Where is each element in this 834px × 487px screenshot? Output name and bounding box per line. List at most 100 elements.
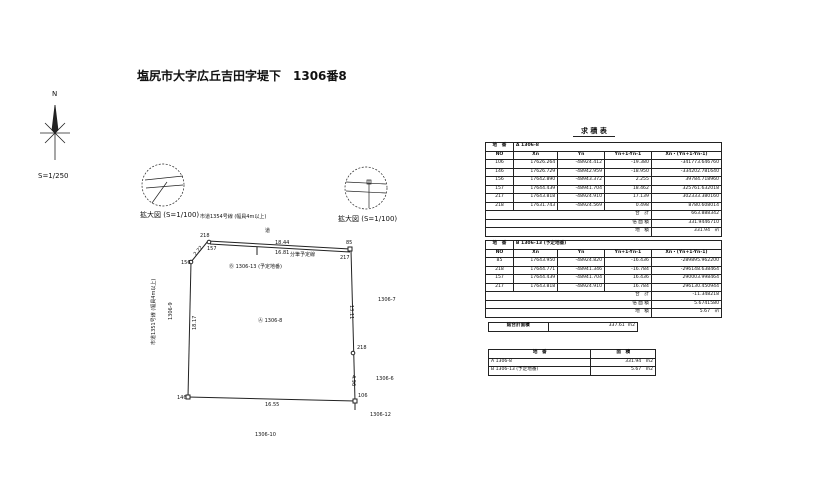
area-value: 5.67 ㎡	[650, 308, 723, 318]
cell: -48941.346	[557, 265, 605, 275]
cell: 5.67 m2	[590, 366, 656, 376]
cell: 157	[485, 184, 514, 194]
cell: 17642.890	[512, 176, 559, 186]
parcel-b-label: Ⓑ 1306-13 (予定地番)	[229, 264, 282, 270]
header-prod: Xn・(Yn+1-Yn-1)	[650, 150, 723, 160]
cell: -48943.372	[557, 176, 605, 186]
road-top-label: 市道1354号線 (幅員4m以上)	[200, 214, 267, 220]
point-157: 157	[207, 246, 217, 252]
enlarge-label-right: 拡大図 (S=1/100)	[338, 215, 398, 223]
cell: -19.380	[604, 159, 652, 169]
cell: 2.255	[604, 176, 652, 186]
cell: -334202.781640	[650, 167, 723, 177]
dim-top2: 16.81	[275, 250, 290, 256]
cell: -48924.910	[557, 282, 605, 292]
double-area-label: 倍 面 積	[485, 299, 652, 309]
neighbor-1306-10: 1306-10	[255, 432, 276, 438]
enlarge-circle-left	[141, 163, 185, 207]
road-char: 道	[265, 228, 271, 234]
cell: 85	[485, 257, 514, 267]
cell: 146	[485, 167, 514, 177]
scale-label: S=1/250	[38, 172, 69, 180]
parcel-id: B 1306-13 (予定地番)	[512, 240, 723, 250]
total-label: 総合計面積	[488, 322, 549, 332]
cell: 17644.771	[512, 265, 559, 275]
area-label: 地 積	[485, 308, 652, 318]
north-label: N	[52, 90, 58, 98]
header-xn: Xn	[512, 150, 559, 160]
cell: -18.950	[604, 167, 652, 177]
summary-header-area: 面 積	[590, 349, 656, 359]
header-parcel: 地 番	[485, 240, 514, 250]
cell: 17644.439	[512, 184, 559, 194]
neighbor-1306-6: 1306-6	[376, 376, 394, 382]
cell: -48924.569	[557, 201, 605, 211]
header-dy: Yn+1-Yn-1	[604, 150, 652, 160]
dim-left: 18.17	[192, 315, 198, 330]
point-218: 218	[200, 233, 210, 239]
cell: -289895.962200	[650, 257, 723, 267]
cell: 18.462	[604, 184, 652, 194]
header-parcel: 地 番	[485, 142, 514, 152]
cell: 325761.632018	[650, 184, 723, 194]
cell: 156	[485, 176, 514, 186]
split-line-label: 分筆予定線	[290, 252, 316, 258]
neighbor-1306-9: 1306-9	[168, 302, 174, 320]
neighbor-1306-7: 1306-7	[378, 297, 396, 303]
dim-top: 18.44	[275, 240, 290, 246]
table-row: B 1306-13 (予定地番)5.67 m2	[487, 366, 656, 376]
document-title: 塩尻市大字広丘吉田字堤下 1306番8	[137, 69, 347, 83]
cell: -16.436	[604, 257, 652, 267]
neighbor-1306-12: 1306-12	[370, 412, 391, 418]
cell: 217	[485, 193, 514, 203]
sum-value: 663.888342	[650, 210, 723, 220]
double-area-value: 331.9446710	[650, 218, 723, 228]
point-146: 146	[177, 395, 187, 401]
enlarge-label-left: 拡大図 (S=1/100)	[140, 211, 200, 219]
sum-value: -11.348218	[650, 291, 723, 301]
header-yn: Yn	[557, 150, 605, 160]
cell: -48941.704	[557, 274, 605, 284]
cell: -296148.638464	[650, 265, 723, 275]
header-no: NO	[485, 150, 514, 160]
cell: -341773.646760	[650, 159, 723, 169]
header-no: NO	[485, 248, 514, 258]
point-106: 106	[358, 393, 368, 399]
cell: 290003.998464	[650, 274, 723, 284]
table-title: 求 積 表	[573, 126, 615, 137]
cell: 106	[485, 159, 514, 169]
cell: 157	[485, 274, 514, 284]
dim-bottom: 16.55	[265, 402, 280, 408]
cell: 17631.743	[512, 201, 559, 211]
point-218-right: 218	[357, 345, 367, 351]
north-arrow-icon	[40, 104, 70, 160]
cell: 17643.818	[512, 193, 559, 203]
total-value: 337.61 m2	[547, 322, 639, 332]
parcel-boundary	[185, 239, 358, 410]
cell: -16.784	[604, 265, 652, 275]
cell: 302333.380160	[650, 193, 723, 203]
dim-right2: 4.96	[350, 375, 356, 387]
cell: 217	[485, 282, 514, 292]
summary-header-parcel: 地 番	[487, 349, 592, 359]
header-xn: Xn	[512, 248, 559, 258]
cell: B 1306-13 (予定地番)	[487, 366, 592, 376]
cell: -48924.820	[557, 257, 605, 267]
point-217: 217	[340, 255, 350, 261]
road-left-label: 市道1351号線 (幅員4m以上)	[151, 278, 157, 345]
cell: 218	[485, 201, 514, 211]
sum-label: 合 計	[485, 291, 652, 301]
parcel-a-label: Ⓐ 1306-8	[258, 318, 283, 324]
dim-right: 13.11	[348, 305, 354, 320]
header-dy: Yn+1-Yn-1	[604, 248, 652, 258]
cell: A 1306-8	[487, 357, 592, 367]
